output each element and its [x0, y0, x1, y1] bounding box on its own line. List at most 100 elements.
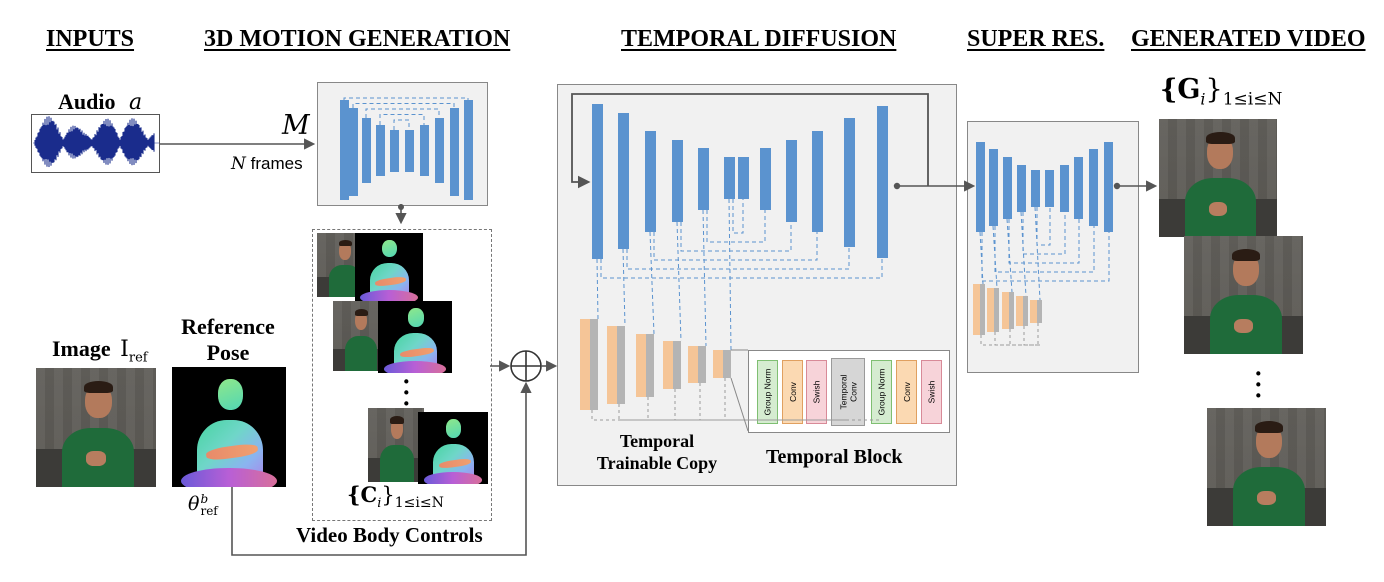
motion-unet-layer	[390, 130, 399, 172]
controls-set-sub: i	[377, 496, 382, 512]
superres-copy-gray	[1037, 300, 1042, 323]
motion-unet-layer	[420, 125, 429, 176]
temporal-block-label: Temporal Block	[766, 446, 903, 468]
generated-set-close: }	[1205, 74, 1223, 105]
motion-output-dot	[398, 204, 404, 210]
motion-unet-layer	[376, 125, 385, 176]
superres-skip-connection	[1036, 207, 1051, 246]
controls-set-close: }	[381, 483, 395, 507]
superres-copy-gray	[1023, 296, 1028, 326]
generated-set-open: {G	[1160, 74, 1201, 105]
temporal-unet-layer	[786, 140, 797, 222]
control-frames-ellipsis: ···	[402, 367, 411, 418]
header-inputs: INPUTS	[46, 26, 135, 52]
copy-gray-layer	[673, 341, 681, 389]
temporal-unet-layer	[618, 113, 629, 249]
encoder-to-copy-connection	[702, 209, 707, 347]
encoder-to-copy-connection	[622, 248, 626, 327]
superres-copy-orange	[1002, 292, 1009, 329]
theta-symbol: θ	[188, 493, 200, 515]
superres-skip-connection	[981, 232, 1110, 282]
superres-unet-layer	[1060, 165, 1069, 212]
temporal-unet-layer	[672, 140, 683, 222]
superres-to-copy-connection	[1034, 206, 1041, 301]
motion-variable-M: M	[282, 110, 310, 141]
generated-frame-1	[1159, 119, 1277, 237]
copy-gray-layer	[698, 346, 706, 383]
motion-unet-layer	[450, 108, 459, 196]
temporal-copy-line2: Trainable Copy	[596, 453, 718, 473]
controls-set-notation: {Ci}1≤i≤N	[347, 482, 444, 511]
temporal-block-layer: Swish	[806, 360, 827, 424]
copy-return-connection	[618, 404, 847, 421]
temporal-output-dot	[893, 182, 901, 190]
motion-unet-layer	[362, 118, 371, 183]
motion-skip-connection	[352, 103, 455, 108]
reference-pose-image	[172, 367, 286, 487]
frames-text: frames	[250, 154, 303, 173]
temporal-block-layer: Group Norm	[757, 360, 778, 424]
superres-unet-layer	[989, 149, 998, 226]
image-label-text: Image	[52, 336, 111, 361]
temporal-skip-connection	[680, 222, 792, 252]
encoder-to-copy-connection	[596, 258, 599, 320]
header-super-res: SUPER RES.	[967, 26, 1105, 52]
copy-orange-layer	[713, 350, 723, 378]
copy-orange-layer	[688, 346, 698, 383]
temporal-unet-layer	[877, 106, 888, 258]
control-frame-3-photo	[368, 408, 424, 482]
copy-gray-layer	[723, 350, 731, 378]
superres-copy-orange	[1016, 296, 1023, 326]
copy-return-connection	[724, 378, 741, 421]
temporal-skip-connection	[706, 210, 766, 243]
superres-copy-return	[1009, 329, 1040, 346]
generated-set-notation: {Gi}1≤i≤N	[1160, 74, 1282, 109]
temporal-unet-layer	[844, 118, 855, 247]
superres-copy-gray	[994, 288, 999, 332]
copy-return-connection	[591, 410, 880, 421]
temporal-skip-connection	[626, 247, 850, 270]
encoder-to-copy-connection	[649, 231, 655, 335]
copy-orange-layer	[607, 326, 617, 404]
temporal-block-zoom-line	[730, 377, 749, 432]
n-variable: N	[231, 154, 246, 174]
generated-frames-ellipsis: ···	[1254, 359, 1263, 410]
superres-unet-layer	[1031, 170, 1040, 207]
temporal-skip-connection	[732, 199, 744, 234]
superres-copy-return	[1023, 326, 1040, 346]
generated-frame-2	[1184, 236, 1303, 354]
video-body-controls-label: Video Body Controls	[296, 523, 483, 547]
superres-skip-connection	[994, 226, 1095, 273]
superres-unet-layer	[1003, 157, 1012, 219]
superres-unet-layer	[1104, 142, 1113, 232]
motion-skip-connection	[393, 119, 410, 130]
temporal-unet-layer	[812, 131, 823, 232]
copy-return-connection	[699, 383, 763, 421]
superres-copy-orange	[973, 284, 980, 335]
motion-skip-connection	[379, 114, 425, 125]
image-var-sub: ref	[128, 350, 148, 366]
superres-skip-connection	[1008, 219, 1080, 264]
motion-unet-layer	[435, 118, 444, 183]
control-frame-1-pose	[355, 233, 423, 301]
controls-set-range: 1≤i≤N	[394, 495, 444, 512]
temporal-block-layer: Swish	[921, 360, 942, 424]
motion-unet-layer	[464, 100, 473, 200]
generated-set-range: 1≤i≤N	[1222, 89, 1283, 110]
reference-pose-label-line1: Reference	[181, 314, 275, 339]
theta-sup: b	[200, 492, 209, 506]
superres-skip-connection	[1022, 212, 1066, 255]
superres-copy-return	[994, 332, 1040, 346]
motion-unet-layer	[349, 108, 358, 196]
superres-unet-layer	[1045, 170, 1054, 207]
temporal-unet-layer	[698, 148, 709, 210]
copy-orange-layer	[636, 334, 646, 397]
superres-unet-layer	[1074, 157, 1083, 219]
header-temporal-diffusion: TEMPORAL DIFFUSION	[621, 26, 897, 52]
generated-frame-3	[1207, 408, 1326, 526]
temporal-block-layer: Conv	[896, 360, 917, 424]
audio-waveform	[31, 114, 160, 173]
superres-unet-layer	[976, 142, 985, 232]
